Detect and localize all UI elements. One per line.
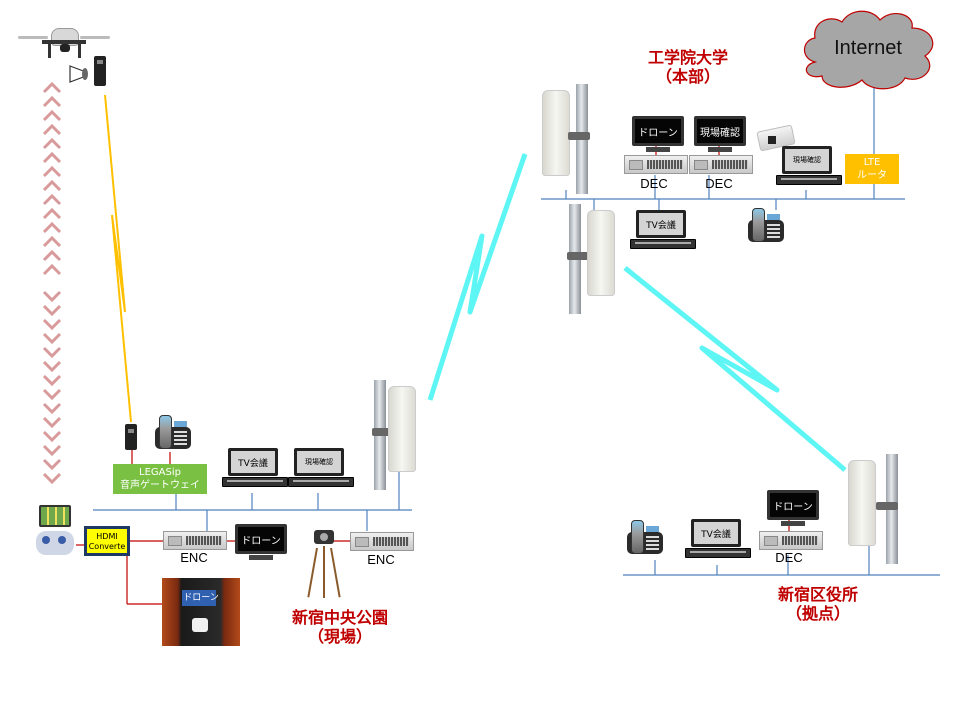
ward-site-title: 新宿区役所 （拠点） (758, 585, 878, 623)
hq-decoder-1 (624, 155, 688, 174)
internet-cloud (803, 10, 934, 90)
field-lan (93, 460, 412, 531)
hq-laptop-site-check: 現場確認 (776, 146, 842, 186)
ward-site-role: （拠点） (785, 604, 850, 623)
hq-site-name: 工学院大学 (647, 48, 728, 67)
laptop-screen-label: 現場確認 (297, 451, 341, 473)
dec1-label: DEC (640, 176, 668, 191)
field-encoder-1 (163, 531, 227, 550)
wireless-link-field-hq (427, 153, 528, 401)
monitor-screen-label: ドローン (635, 119, 681, 143)
hq-site-title: 工学院大学 （本部） (628, 48, 748, 86)
legasip-voice-gateway: LEGASip 音声ゲートウェイ (113, 464, 207, 494)
hq-wireless-antenna-1-icon (540, 84, 594, 194)
surveillance-camera-icon (756, 124, 796, 152)
wireless-link-hq-ward (623, 266, 847, 472)
hdmi-converter: HDMI Converte (84, 526, 130, 556)
hq-laptop-tv-conference: TV会議 (630, 210, 696, 250)
field-site-name: 新宿中央公園 (291, 608, 388, 627)
ward-decoder (759, 531, 823, 550)
field-monitor-drone: ドローン (235, 524, 287, 562)
internet-label: Internet (834, 37, 902, 59)
ward-dec-label: DEC (775, 550, 803, 565)
handheld-radio-icon (94, 56, 106, 86)
ward-laptop-tv-conference: TV会議 (685, 519, 751, 559)
drone-controller-icon (36, 505, 76, 557)
field-wireless-antenna-icon (368, 380, 422, 490)
field-radio-icon (125, 424, 137, 450)
laptop-screen-label: TV会議 (694, 522, 738, 544)
hdmi-line2: Converte (88, 542, 126, 551)
field-laptop-site-check: 現場確認 (288, 448, 354, 488)
field-laptop-tv-conference: TV会議 (222, 448, 288, 488)
radio-link (104, 94, 132, 423)
hq-monitor-drone: ドローン (632, 116, 684, 154)
monitor-screen-label: 現場確認 (697, 119, 743, 143)
hq-site-role: （本部） (655, 67, 720, 86)
van-screen-label: ドローン (183, 593, 219, 603)
field-site-title: 新宿中央公園 （現場） (280, 608, 400, 646)
hq-decoder-2 (689, 155, 753, 174)
laptop-screen-label: TV会議 (231, 451, 275, 473)
hq-monitor-site-check: 現場確認 (694, 116, 746, 154)
monitor-screen-label: ドローン (770, 493, 816, 517)
laptop-screen-label: 現場確認 (785, 149, 829, 171)
hdmi-line1: HDMI (96, 532, 118, 541)
relay-van-photo: ドローン (162, 578, 240, 646)
drone-video-link (42, 81, 62, 485)
monitor-screen-label: ドローン (238, 527, 284, 551)
enc1-label: ENC (180, 550, 208, 565)
laptop-screen-label: TV会議 (639, 213, 683, 235)
tripod-camera-icon (307, 530, 341, 600)
field-av-links (76, 450, 350, 605)
hq-ip-phone-icon (748, 208, 784, 242)
gateway-subtitle: 音声ゲートウェイ (120, 480, 200, 491)
ward-monitor-drone: ドローン (767, 490, 819, 528)
drone-icon (18, 28, 110, 60)
dec2-label: DEC (705, 176, 733, 191)
field-site-role: （現場） (307, 627, 372, 646)
field-ip-phone-icon (155, 415, 191, 449)
enc2-label: ENC (367, 552, 395, 567)
megaphone-icon (68, 62, 90, 84)
gateway-name: LEGASip (139, 467, 181, 478)
lte-line2: ルータ (857, 170, 887, 181)
lte-router: LTE ルータ (845, 154, 899, 184)
ward-ip-phone-icon (627, 520, 663, 554)
hq-wireless-antenna-2-icon (565, 204, 619, 314)
ward-wireless-antenna-icon (846, 454, 900, 564)
lte-line1: LTE (863, 157, 881, 168)
field-encoder-2 (350, 532, 414, 551)
ward-site-name: 新宿区役所 (777, 585, 858, 604)
